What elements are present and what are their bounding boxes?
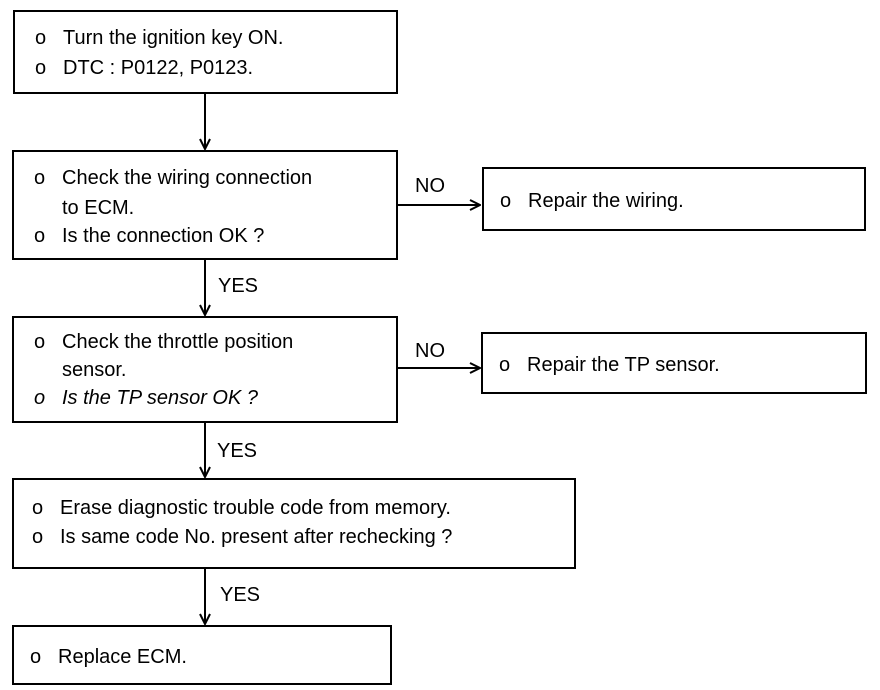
step2-no-label: NO: [415, 175, 445, 197]
bullet: o: [34, 331, 46, 353]
bullet: o: [499, 354, 511, 376]
bullet: o: [35, 27, 47, 49]
bullet: o: [500, 190, 512, 212]
bullet: o: [30, 646, 42, 668]
step2-no-action-line: o Repair the wiring.: [500, 187, 684, 215]
bullet: o: [34, 225, 46, 247]
step2-line-1: o Check the wiring connection: [34, 164, 312, 192]
step3-box: o Check the throttle position sensor. o …: [12, 316, 398, 423]
step2-line-2: to ECM.: [34, 194, 134, 222]
step4-text-2: Is same code No. present after recheckin…: [60, 526, 453, 548]
step3-no-label: NO: [415, 340, 445, 362]
step3-text-3: Is the TP sensor OK ?: [62, 387, 259, 409]
step2-line-3: o Is the connection OK ?: [34, 222, 264, 250]
step2-text-2: to ECM.: [62, 197, 135, 219]
bullet: o: [32, 497, 44, 519]
step4-box: o Erase diagnostic trouble code from mem…: [12, 478, 576, 569]
step3-text-2: sensor.: [62, 359, 127, 381]
step4-line-1: o Erase diagnostic trouble code from mem…: [32, 494, 451, 522]
step3-line-1: o Check the throttle position: [34, 328, 293, 356]
step3-no-action-line: o Repair the TP sensor.: [499, 351, 720, 379]
step1-box: o Turn the ignition key ON. o DTC : P012…: [13, 10, 398, 94]
step2-yes-label: YES: [218, 275, 259, 297]
bullet: o: [32, 526, 44, 548]
step2-text-1: Check the wiring connection: [62, 167, 313, 189]
step2-no-action-text: Repair the wiring.: [528, 190, 684, 212]
step2-no-action-box: o Repair the wiring.: [482, 167, 866, 231]
step3-no-action-box: o Repair the TP sensor.: [481, 332, 867, 394]
step2-box: o Check the wiring connection to ECM. o …: [12, 150, 398, 260]
step1-text-2: DTC : P0122, P0123.: [63, 57, 254, 79]
step4-yes-label: YES: [220, 584, 261, 606]
step3-line-3: o Is the TP sensor OK ?: [34, 384, 258, 412]
step2-text-3: Is the connection OK ?: [62, 225, 265, 247]
step5-line-1: o Replace ECM.: [30, 643, 187, 671]
step5-text-1: Replace ECM.: [58, 646, 187, 668]
step1-text-1: Turn the ignition key ON.: [63, 27, 284, 49]
bullet: o: [34, 387, 46, 409]
step1-line-1: o Turn the ignition key ON.: [35, 24, 283, 52]
step3-yes-label: YES: [217, 440, 258, 462]
step3-no-action-text: Repair the TP sensor.: [527, 354, 720, 376]
step3-text-1: Check the throttle position: [62, 331, 294, 353]
step4-line-2: o Is same code No. present after recheck…: [32, 523, 452, 551]
step4-text-1: Erase diagnostic trouble code from memor…: [60, 497, 451, 519]
bullet: o: [34, 167, 46, 189]
bullet: o: [35, 57, 47, 79]
step3-line-2: sensor.: [34, 356, 126, 384]
step1-line-2: o DTC : P0122, P0123.: [35, 54, 253, 82]
step5-box: o Replace ECM.: [12, 625, 392, 685]
